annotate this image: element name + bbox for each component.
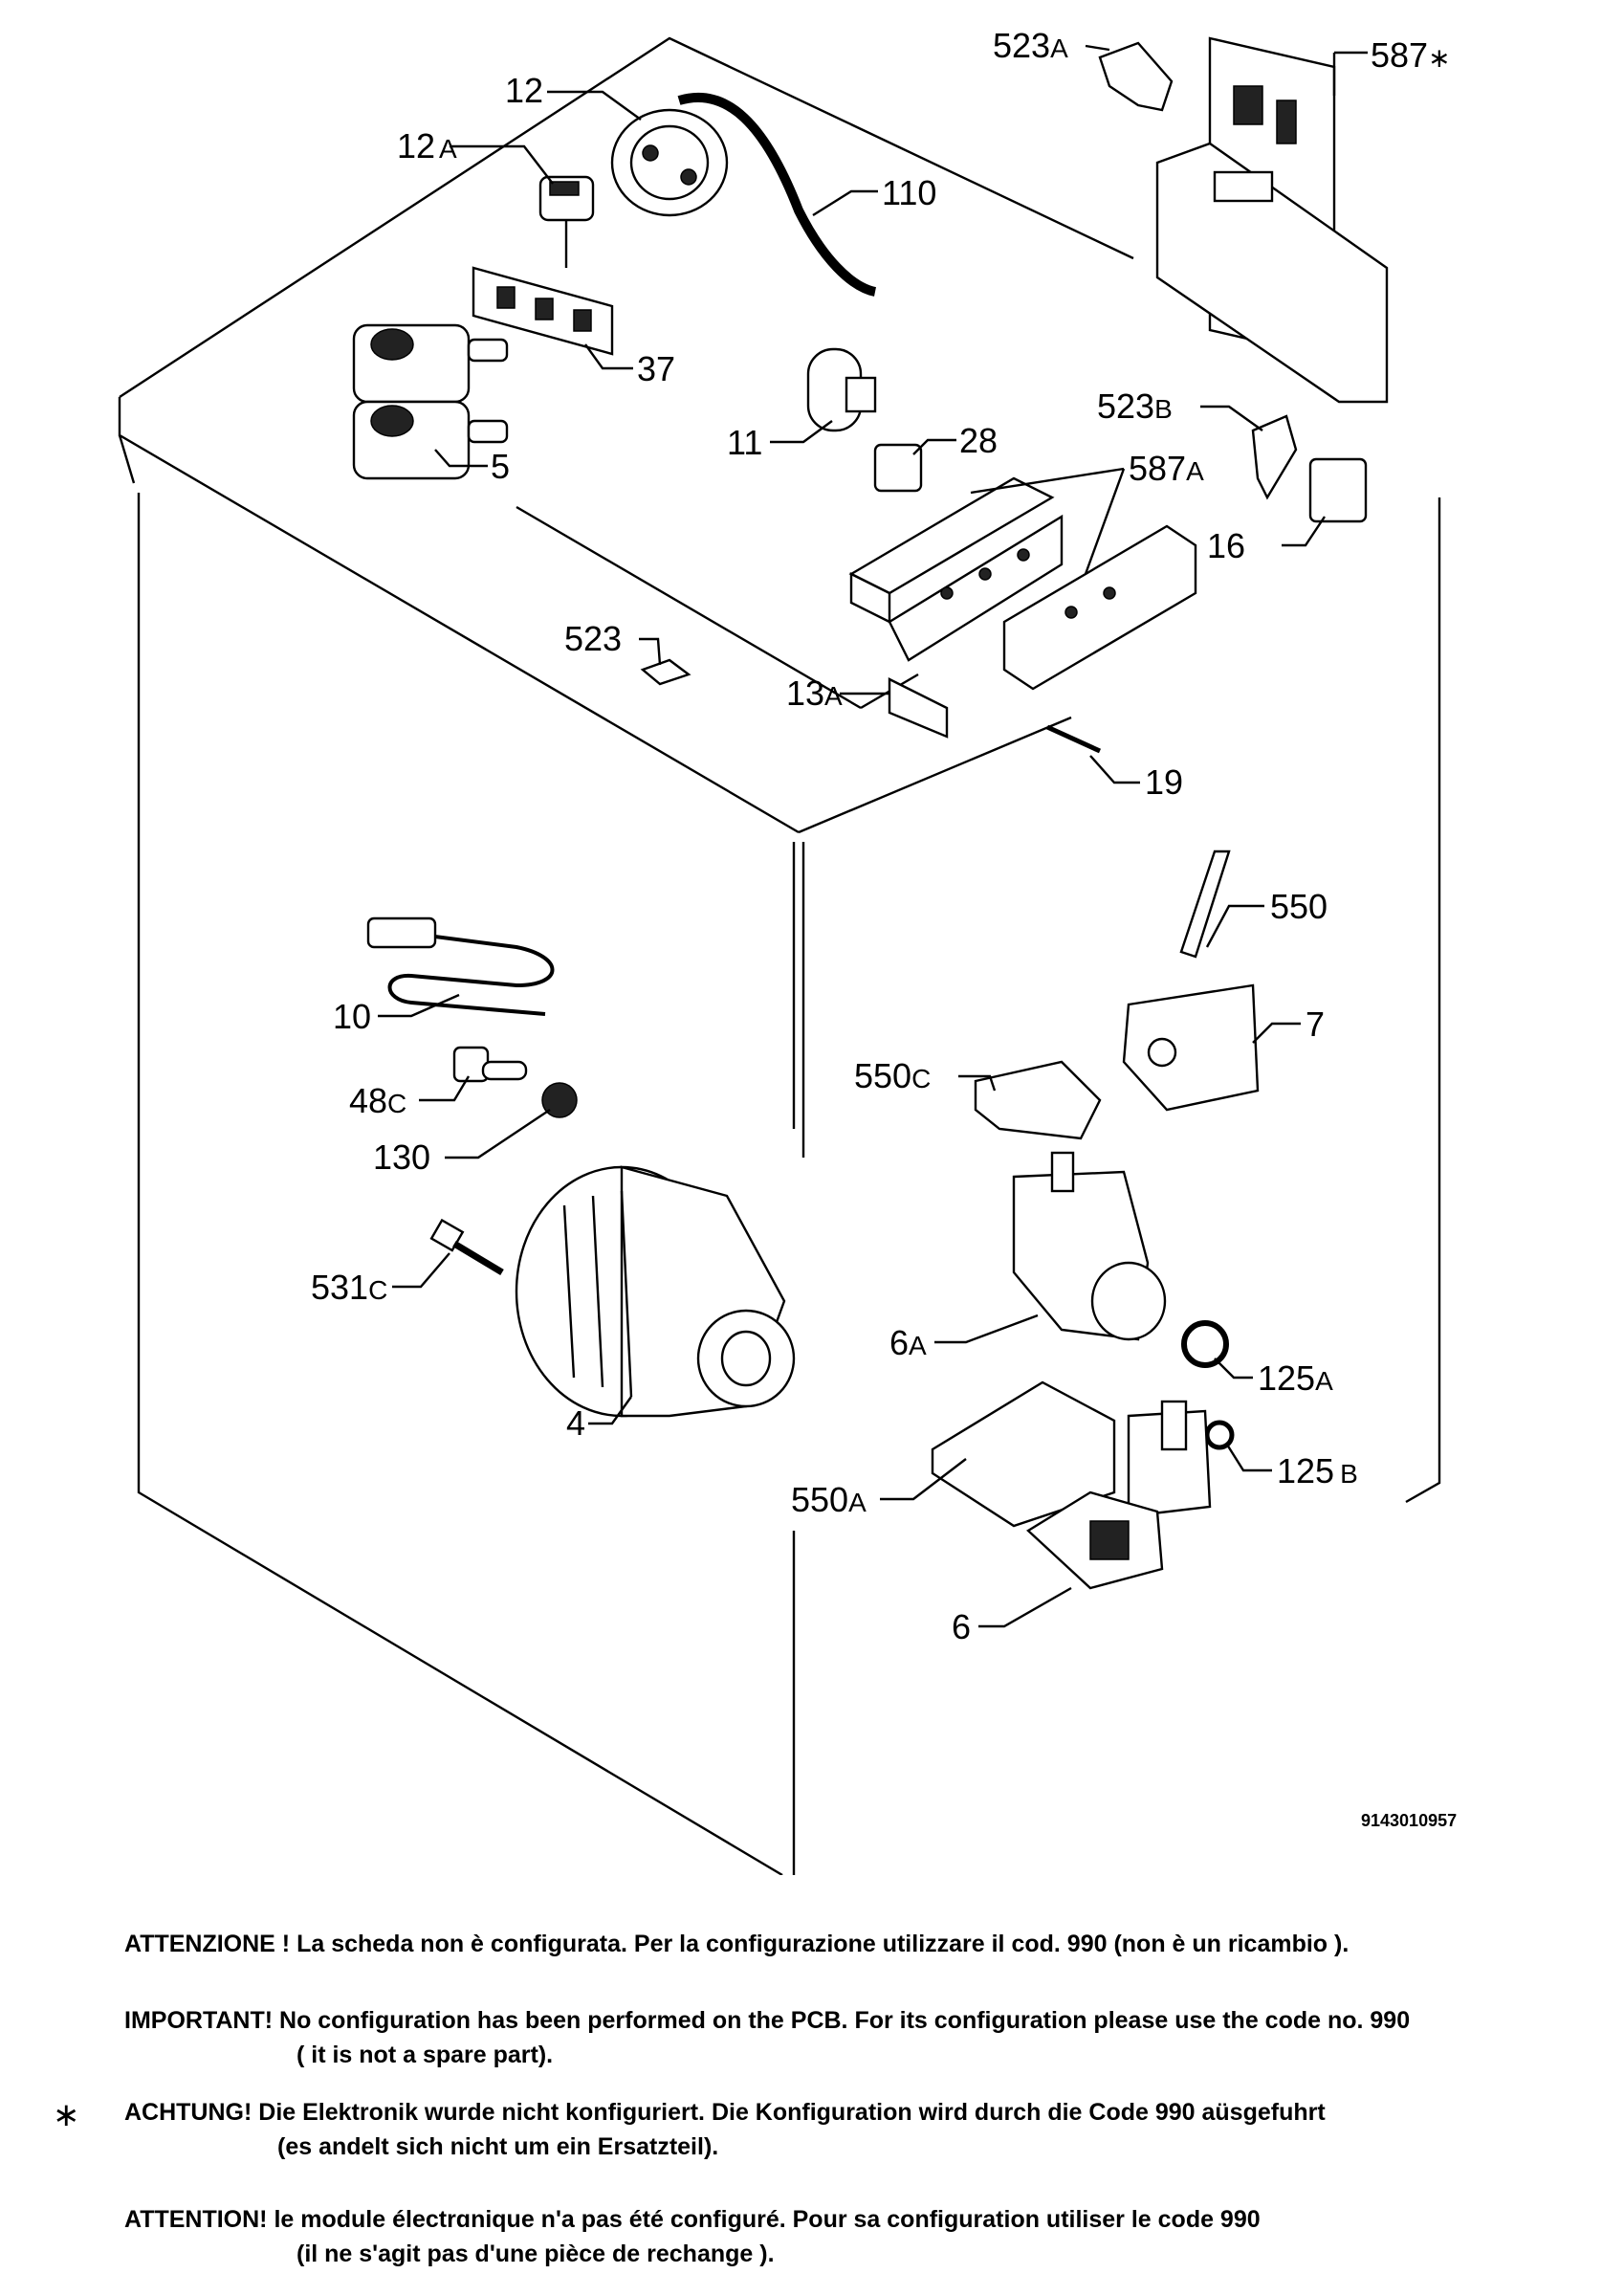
label-550a: 550A (791, 1480, 867, 1519)
part-ring-125b (1204, 1420, 1235, 1450)
label-523: 523 (564, 619, 622, 658)
label-37: 37 (637, 349, 675, 388)
label-48c: 48C (349, 1081, 406, 1120)
cabinet-outline (118, 36, 1441, 1875)
part-hose (677, 92, 877, 297)
part-knob-a (1098, 41, 1174, 112)
label-6a: 6A (889, 1323, 927, 1362)
label-19: 19 (1145, 762, 1183, 802)
part-heating-element (366, 916, 555, 1016)
document-code: 9143010957 (1361, 1811, 1458, 1830)
part-cover-550c (974, 1060, 1102, 1140)
note-english: IMPORTANT! No configuration has been per… (124, 2003, 1597, 2072)
label-130: 130 (373, 1137, 430, 1177)
part-ntc-sensor (452, 1046, 528, 1083)
note-german: ACHTUNG! Die Elektronik wurde nicht konf… (124, 2095, 1597, 2164)
part-terminal-block (472, 266, 614, 356)
note-english-line2: ( it is not a spare part). (296, 2042, 554, 2068)
part-pressure-switch-small (538, 175, 595, 268)
asterisk-marker: ∗ (53, 2097, 80, 2133)
label-7: 7 (1306, 1004, 1325, 1044)
label-12: 12 (505, 71, 543, 110)
label-531c: 531C (311, 1268, 387, 1307)
note-french-line2: (il ne s'agit pas d'une pièce de rechang… (296, 2241, 775, 2267)
part-clip (640, 658, 691, 686)
leader-lines (378, 44, 1368, 1628)
part-connector-13a (888, 677, 949, 739)
part-sensor-19 (1045, 724, 1102, 754)
part-main-pcb (1155, 36, 1389, 404)
part-capacitor (806, 347, 877, 432)
label-523a: 523A (993, 26, 1068, 65)
label-523b: 523B (1097, 386, 1173, 426)
label-28: 28 (959, 421, 998, 460)
part-ring-125a (1181, 1320, 1229, 1368)
label-11: 11 (727, 423, 762, 462)
label-125a: 125A (1258, 1358, 1333, 1398)
label-550c: 550C (854, 1056, 931, 1095)
parts-drawing: 12 12A 110 523A 587∗ 37 5 11 28 523B 587… (118, 26, 1451, 1875)
note-french-line1: ATTENTION! le module électrɑnique n'a pa… (124, 2206, 1261, 2233)
label-6: 6 (952, 1607, 971, 1646)
part-water-valve (352, 323, 509, 480)
note-english-line1: IMPORTANT! No configuration has been per… (124, 2007, 1411, 2034)
label-587a: 587A (1129, 449, 1204, 488)
part-detergent-lever-assembly (1122, 850, 1260, 1112)
part-drain-pump (1026, 1400, 1212, 1590)
label-16: 16 (1207, 526, 1245, 565)
part-pressure-switch (610, 108, 729, 217)
note-german-line1: ACHTUNG! Die Elektronik wurde nicht konf… (124, 2099, 1326, 2126)
part-cover-550a (931, 1380, 1116, 1528)
note-italian: ATTENZIONE ! La scheda non è configurata… (124, 1927, 1597, 1961)
note-german-line2: (es andelt sich nicht um ein Ersatzteil)… (277, 2133, 719, 2160)
label-5: 5 (491, 447, 510, 486)
part-control-panel-boards (848, 476, 1197, 691)
note-french: ATTENTION! le module électrɑnique n'a pa… (124, 2202, 1597, 2271)
part-gasket-small (873, 443, 923, 493)
label-13a: 13A (786, 673, 843, 713)
label-550: 550 (1270, 887, 1328, 926)
part-door-lock-switch (1308, 457, 1368, 523)
part-screw-531c (429, 1218, 504, 1276)
part-nut-130 (541, 1082, 578, 1118)
label-4: 4 (566, 1403, 585, 1443)
label-10: 10 (333, 997, 371, 1036)
note-italian-line1: ATTENZIONE ! La scheda non è configurata… (124, 1931, 1350, 1957)
label-110: 110 (882, 173, 936, 212)
part-pump-housing (1012, 1151, 1167, 1341)
part-motor (515, 1165, 796, 1418)
label-587-star: 587∗ (1371, 35, 1451, 75)
part-bracket-b (1251, 414, 1298, 500)
